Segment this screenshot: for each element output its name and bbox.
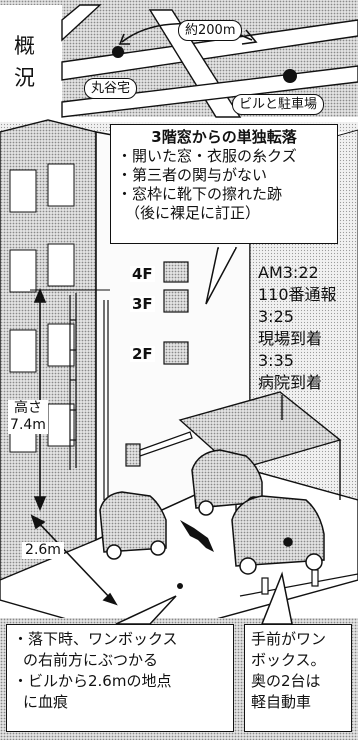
overview-label-bottom: 況 xyxy=(14,66,35,90)
timeline-entry: 現場到着 xyxy=(258,329,323,348)
floor-label-4f: 4F xyxy=(130,265,155,283)
fall-summary-point: ・第三者の関与がない xyxy=(117,166,268,184)
fall-summary-point: （後に裸足に訂正） xyxy=(125,204,261,222)
height-measurement: 高さ 7.4m xyxy=(8,400,48,434)
cars xyxy=(99,449,325,575)
timeline-entry: 3:25 xyxy=(258,307,294,326)
residence-marker xyxy=(112,46,124,58)
distance-measure-arrow xyxy=(30,514,118,606)
impact-note: ・落下時、ワンボックス xyxy=(13,630,178,648)
gate-bar xyxy=(125,431,193,467)
timeline-entry: 110番通報 xyxy=(258,285,337,304)
impact-note: の右前方にぶつかる xyxy=(23,651,159,669)
impact-note: に血痕 xyxy=(23,693,69,711)
fall-summary-point: ・窓枠に靴下の擦れた跡 xyxy=(117,185,283,203)
map-distance-label: 約200m xyxy=(178,20,243,41)
timeline: AM3:22 110番通報 3:25 現場到着 3:35 病院到着 xyxy=(258,262,358,394)
map-residence-label: 丸谷宅 xyxy=(84,78,138,99)
floor-label-3f: 3F xyxy=(130,295,155,313)
building-marker xyxy=(283,69,297,83)
timeline-entry: 病院到着 xyxy=(258,373,323,392)
vehicle-note: 奥の2台は xyxy=(251,672,321,690)
front-windows xyxy=(163,261,189,365)
height-label: 高さ xyxy=(14,400,42,416)
timeline-entry: 3:35 xyxy=(258,351,294,370)
height-arrow xyxy=(30,287,110,512)
distance-measurement-value: 2.6m xyxy=(22,542,64,559)
impact-note: ・ビルから2.6mの地点 xyxy=(13,672,172,690)
timeline-entry: AM3:22 xyxy=(258,263,319,282)
vehicle-notes-box: 手前がワン ボックス。 奥の2台は 軽自動車 xyxy=(244,624,352,732)
vehicle-note: 軽自動車 xyxy=(251,693,312,711)
floor-label-2f: 2F xyxy=(130,345,155,363)
height-value: 7.4m xyxy=(10,417,46,433)
ladder xyxy=(69,293,77,470)
fall-summary-point: ・開いた窓・衣服の糸クズ xyxy=(117,147,297,165)
fall-summary-callout: 3階窓からの単独転落 ・開いた窓・衣服の糸クズ ・第三者の関与がない ・窓枠に靴… xyxy=(110,124,338,244)
vehicle-note: ボックス。 xyxy=(251,651,326,669)
fence xyxy=(239,569,358,597)
vehicle-note: 手前がワン xyxy=(251,630,327,648)
map-building-label: ビルと駐車場 xyxy=(232,94,325,115)
fallen-figure xyxy=(180,520,214,552)
overview-label-top: 概 xyxy=(14,34,35,58)
impact-notes-box: ・落下時、ワンボックス の右前方にぶつかる ・ビルから2.6mの地点 に血痕 xyxy=(6,624,234,732)
map-roads xyxy=(61,4,358,118)
fall-summary-title: 3階窓からの単独転落 xyxy=(151,128,297,146)
